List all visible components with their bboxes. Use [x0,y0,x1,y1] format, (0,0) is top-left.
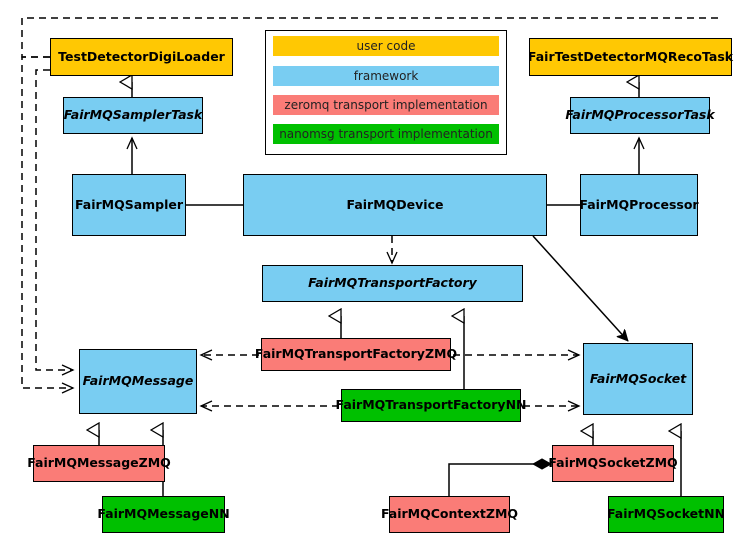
legend-item-nanomsg: nanomsg transport implementation [273,124,499,144]
legend-item-framework: framework [273,66,499,86]
class-node-testdetectordigiloader[interactable]: TestDetectorDigiLoader [50,38,233,76]
class-node-fairmqtransportfactoryzmq[interactable]: FairMQTransportFactoryZMQ [255,338,457,371]
class-node-fairmqsocketzmq[interactable]: FairMQSocketZMQ [548,445,678,482]
class-node-fairmqprocessor[interactable]: FairMQProcessor [579,174,699,236]
class-node-fairmqtransportfactorynn[interactable]: FairMQTransportFactoryNN [336,389,527,422]
class-node-fairmqsocket[interactable]: FairMQSocket [583,343,693,415]
class-node-fairmqcontextzmq[interactable]: FairMQContextZMQ [381,496,518,533]
class-node-fairmqprocessortask[interactable]: FairMQProcessorTask [565,97,715,134]
class-node-fairmqtransportfactory[interactable]: FairMQTransportFactory [262,265,523,302]
class-node-fairmqsampler[interactable]: FairMQSampler [72,174,186,236]
edge-digiloader-to-message-inner [35,69,75,376]
class-node-fairmqdevice[interactable]: FairMQDevice [243,174,547,236]
class-node-fairmqmessage[interactable]: FairMQMessage [79,349,197,414]
class-node-fairmqsamplertask[interactable]: FairMQSamplerTask [63,97,203,134]
class-node-fairmqmessagenn[interactable]: FairMQMessageNN [97,496,230,533]
class-node-fairtestdetectormqrecotask[interactable]: FairTestDetectorMQRecoTask [528,38,733,76]
class-node-fairmqmessagezmq[interactable]: FairMQMessageZMQ [27,445,171,482]
class-node-fairmqsocketnn[interactable]: FairMQSocketNN [607,496,725,533]
edge-device-socket [532,235,628,341]
legend-item-zeromq: zeromq transport implementation [273,95,499,115]
legend-item-user-code: user code [273,36,499,56]
edge-digiloader-frame-inner [21,17,718,58]
